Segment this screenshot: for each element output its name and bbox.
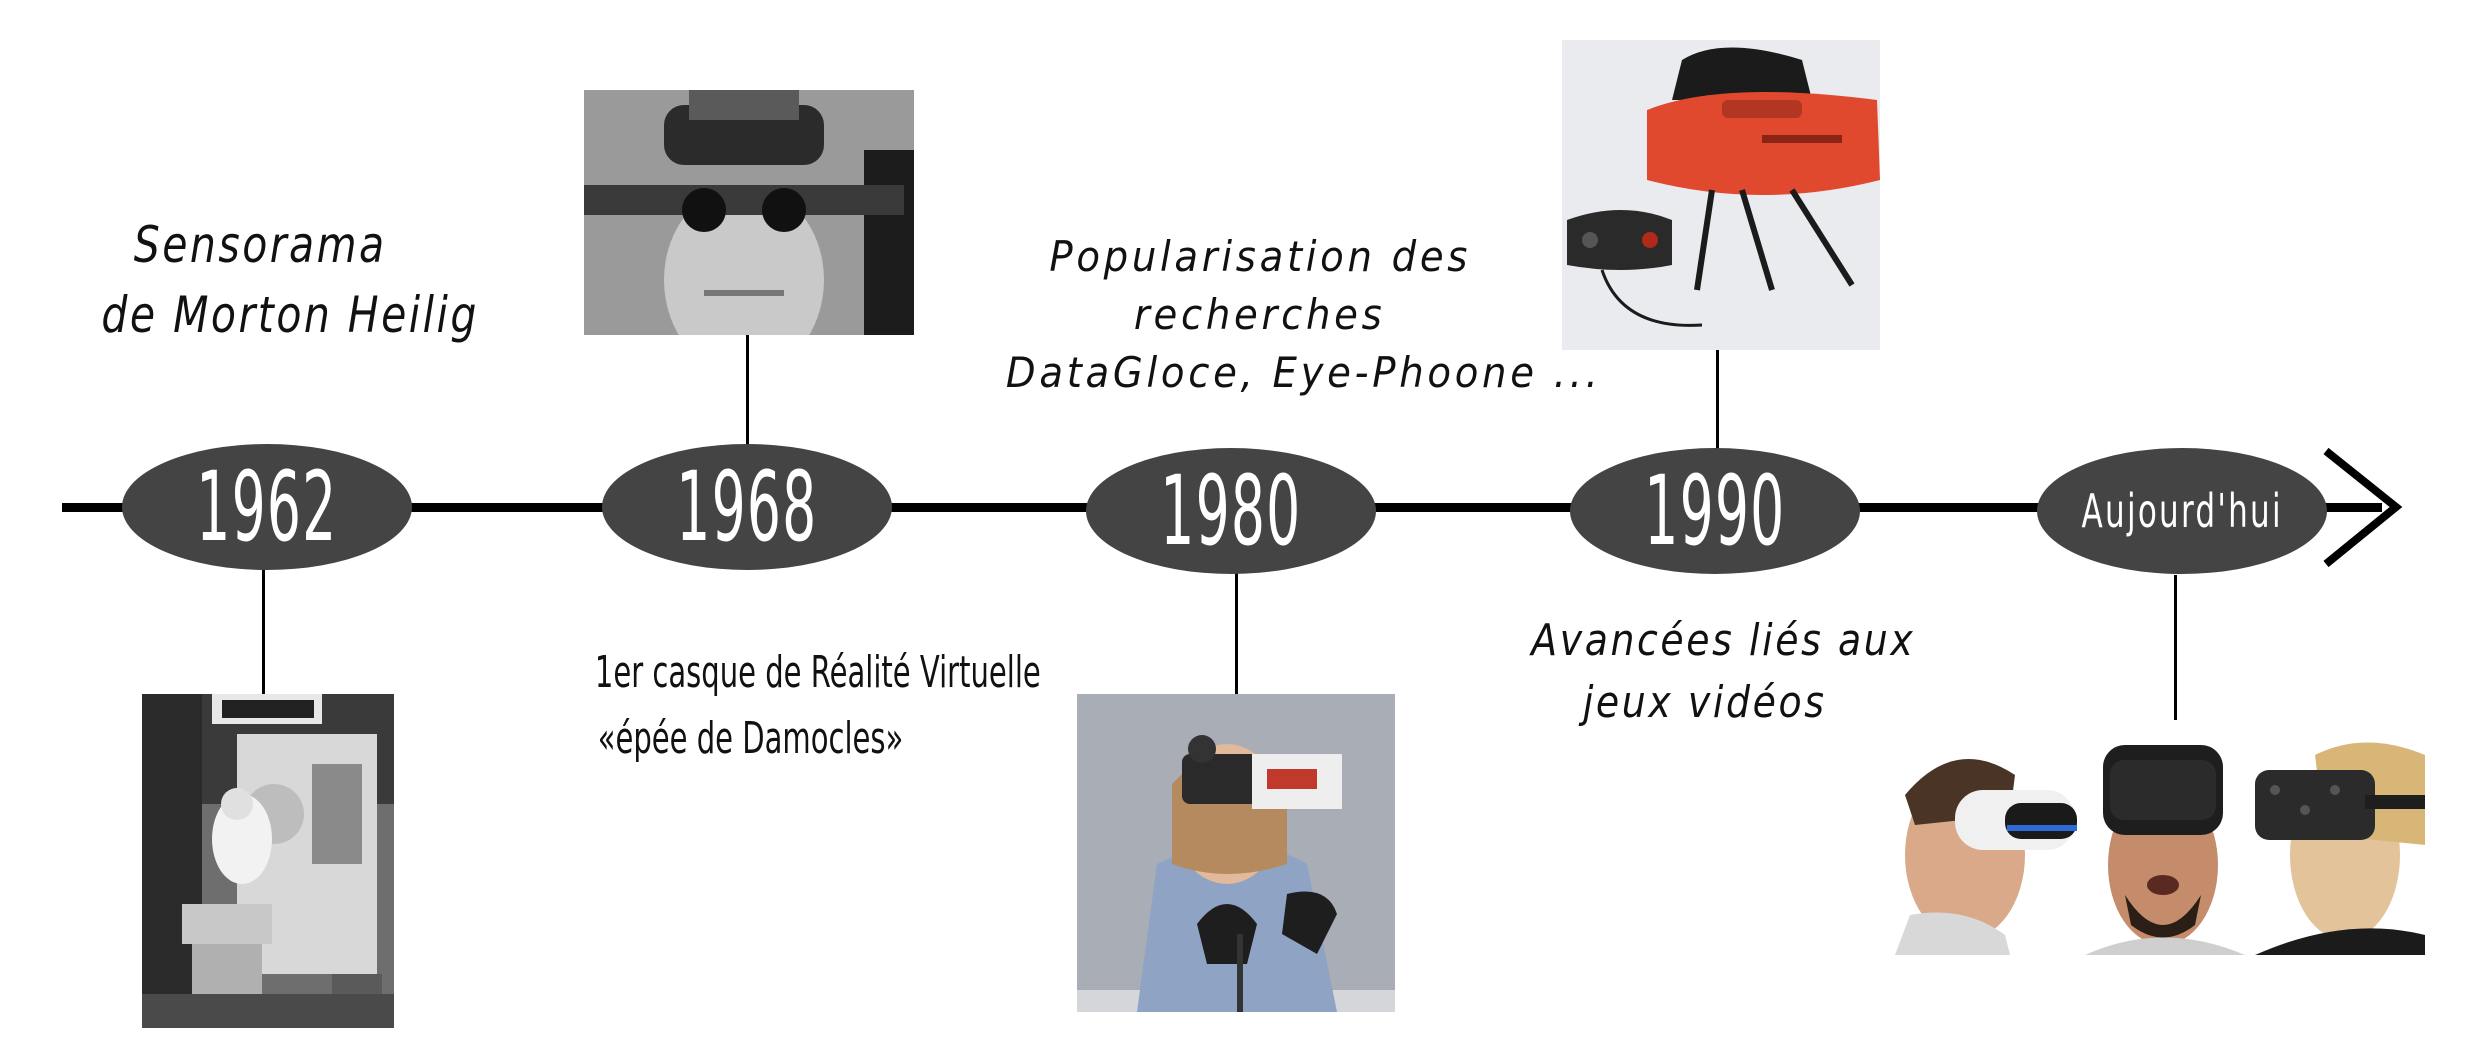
caption-1990: Avancées liés aux jeux vidéos	[1500, 610, 1912, 734]
year-label: 1962	[196, 451, 338, 563]
year-label: 1990	[1644, 455, 1786, 567]
year-label: 1968	[676, 451, 818, 563]
connector-1980	[1235, 570, 1238, 700]
year-label: 1980	[1160, 455, 1302, 567]
caption-line: Sensorama	[133, 216, 387, 274]
year-node-1990: 1990	[1570, 448, 1860, 574]
caption-line: 1er casque de Réalité Virtuelle	[594, 647, 1041, 698]
caption-line: DataGloce, Eye-Phoone ...	[1005, 348, 1602, 397]
caption-1962: Sensorama de Morton Heilig	[60, 210, 476, 350]
connector-1990	[1716, 348, 1719, 458]
caption-1980: Popularisation des recherches DataGloce,…	[980, 228, 1598, 402]
year-node-today: Aujourd'hui	[2037, 448, 2327, 574]
caption-line: jeux vidéos	[1583, 677, 1827, 728]
connector-1968	[746, 333, 749, 448]
connector-1962	[262, 565, 265, 695]
caption-line: Popularisation des	[1049, 232, 1471, 281]
modern-vr-headsets-photo	[1895, 735, 2425, 955]
year-node-1968: 1968	[602, 444, 892, 570]
virtual-boy-console-photo	[1562, 40, 1880, 350]
damocles-headset-photo	[584, 90, 914, 335]
year-label: Aujourd'hui	[2081, 484, 2283, 538]
caption-line: «épée de Damocles»	[597, 713, 903, 764]
caption-line: Avancées liés aux	[1531, 615, 1916, 666]
caption-line: de Morton Heilig	[101, 286, 479, 344]
arrow-head-icon	[2323, 447, 2403, 568]
nasa-vr-headset-photo	[1077, 694, 1395, 1012]
year-node-1962: 1962	[122, 444, 412, 570]
caption-line: recherches	[1134, 290, 1386, 339]
sensorama-booth-photo	[142, 694, 394, 1028]
year-node-1980: 1980	[1086, 448, 1376, 574]
caption-1968: 1er casque de Réalité Virtuelle «épée de…	[480, 640, 1041, 772]
connector-today	[2174, 575, 2177, 720]
